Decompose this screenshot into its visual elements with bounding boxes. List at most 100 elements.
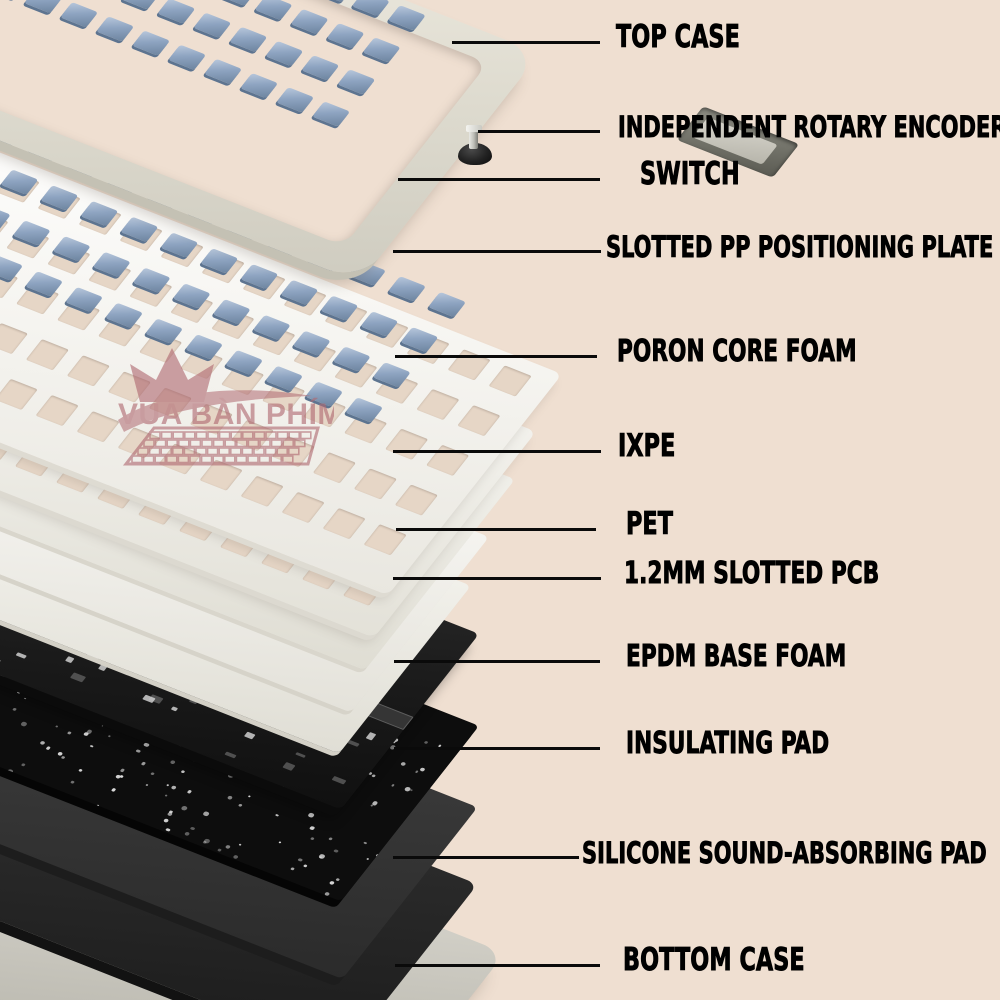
foam-speckle (162, 818, 170, 824)
foam-speckle (335, 878, 341, 882)
leader-line-pet (396, 528, 596, 531)
pcb-component (65, 656, 75, 664)
foam-speckle (140, 761, 147, 766)
foam-speckle (323, 891, 331, 896)
pcb-component (69, 671, 87, 683)
switch (145, 318, 184, 344)
switch (337, 69, 376, 95)
foam-speckle (309, 836, 315, 841)
switch (25, 271, 64, 297)
foam-speckle (165, 783, 170, 787)
switch (193, 12, 232, 39)
foam-speckle (12, 707, 17, 711)
switch (240, 72, 279, 99)
switch (320, 295, 359, 321)
callout-label-poron-core-foam: PORON CORE FOAM (617, 334, 857, 369)
leader-line-slotted-pcb (393, 577, 601, 580)
plate-cutout (230, 419, 274, 452)
foam-speckle (180, 769, 186, 774)
foam-speckle (290, 867, 296, 871)
foam-speckle (365, 857, 370, 861)
foam-speckle (363, 841, 368, 845)
foam-speckle (226, 795, 233, 801)
callout-label-rotary-encoder: INDEPENDENT ROTARY ENCODER (618, 109, 1000, 144)
foam-speckle (415, 770, 419, 774)
switch (252, 314, 291, 341)
plate-cutout (271, 436, 315, 468)
plate-cutout (394, 484, 438, 516)
plate-cutout (353, 468, 397, 500)
pcb-component (0, 656, 2, 666)
foam-speckle (150, 772, 156, 776)
switch (132, 30, 171, 56)
plate-cutout (35, 394, 79, 427)
pcb-component (282, 761, 296, 771)
foam-speckle (227, 772, 235, 779)
switch (0, 255, 24, 281)
switch (65, 286, 104, 313)
switch (12, 220, 51, 246)
foam-speckle (187, 789, 193, 794)
callout-label-epdm-base-foam: EPDM BASE FOAM (626, 639, 847, 674)
foam-speckle (327, 837, 333, 841)
foam-speckle (297, 857, 304, 862)
foam-speckle (23, 697, 27, 700)
foam-speckle (370, 773, 377, 778)
foam-speckle (217, 848, 222, 852)
leader-line-insulating-pad (394, 747, 600, 750)
plate-cutout (107, 371, 151, 403)
leader-line-pp-plate (393, 250, 601, 253)
switch (400, 326, 439, 353)
switch (185, 334, 224, 360)
leader-line-poron-core-foam (395, 355, 597, 358)
plate-cutout (66, 355, 110, 387)
switch (345, 397, 384, 423)
foam-speckle (101, 724, 105, 727)
foam-speckle (189, 826, 196, 831)
foam-speckle (247, 794, 252, 798)
plate-cutout (148, 387, 192, 419)
foam-speckle (202, 811, 210, 817)
plate-cutout (457, 405, 501, 437)
switch (276, 87, 315, 113)
foam-speckle (170, 785, 177, 790)
foam-speckle (20, 721, 28, 727)
foam-speckle (54, 725, 58, 728)
callout-label-pet: PET (626, 506, 674, 543)
plate-cutout (25, 339, 69, 371)
callout-label-ixpe: IXPE (618, 428, 676, 465)
switch (280, 279, 319, 306)
switch (305, 381, 344, 407)
foam-speckle (238, 843, 242, 847)
foam-speckle (244, 777, 252, 782)
foam-speckle (3, 680, 11, 685)
foam-speckle (77, 768, 84, 772)
switch (160, 232, 199, 258)
leader-line-rotary-encoder (478, 130, 600, 133)
foam-speckle (333, 848, 339, 853)
switch (157, 0, 196, 24)
foam-speckle (307, 812, 315, 818)
foam-speckle (70, 780, 75, 784)
foam-speckle (38, 740, 47, 746)
foam-speckle (391, 784, 395, 787)
switch (200, 248, 239, 274)
foam-speckle (423, 740, 430, 745)
switch (24, 0, 63, 14)
leader-line-silicone-pad (393, 856, 579, 859)
foam-speckle (184, 831, 191, 837)
plate-cutout (199, 459, 243, 491)
foam-speckle (61, 755, 66, 760)
leader-line-ixpe (393, 450, 601, 453)
switch (312, 101, 351, 127)
switch (218, 0, 257, 6)
switch (229, 26, 268, 53)
switch (372, 362, 411, 388)
switch (92, 251, 131, 278)
switch (168, 44, 207, 71)
switch (351, 0, 390, 17)
foam-speckle (179, 805, 188, 812)
foam-speckle (21, 763, 26, 767)
switch (132, 267, 171, 294)
